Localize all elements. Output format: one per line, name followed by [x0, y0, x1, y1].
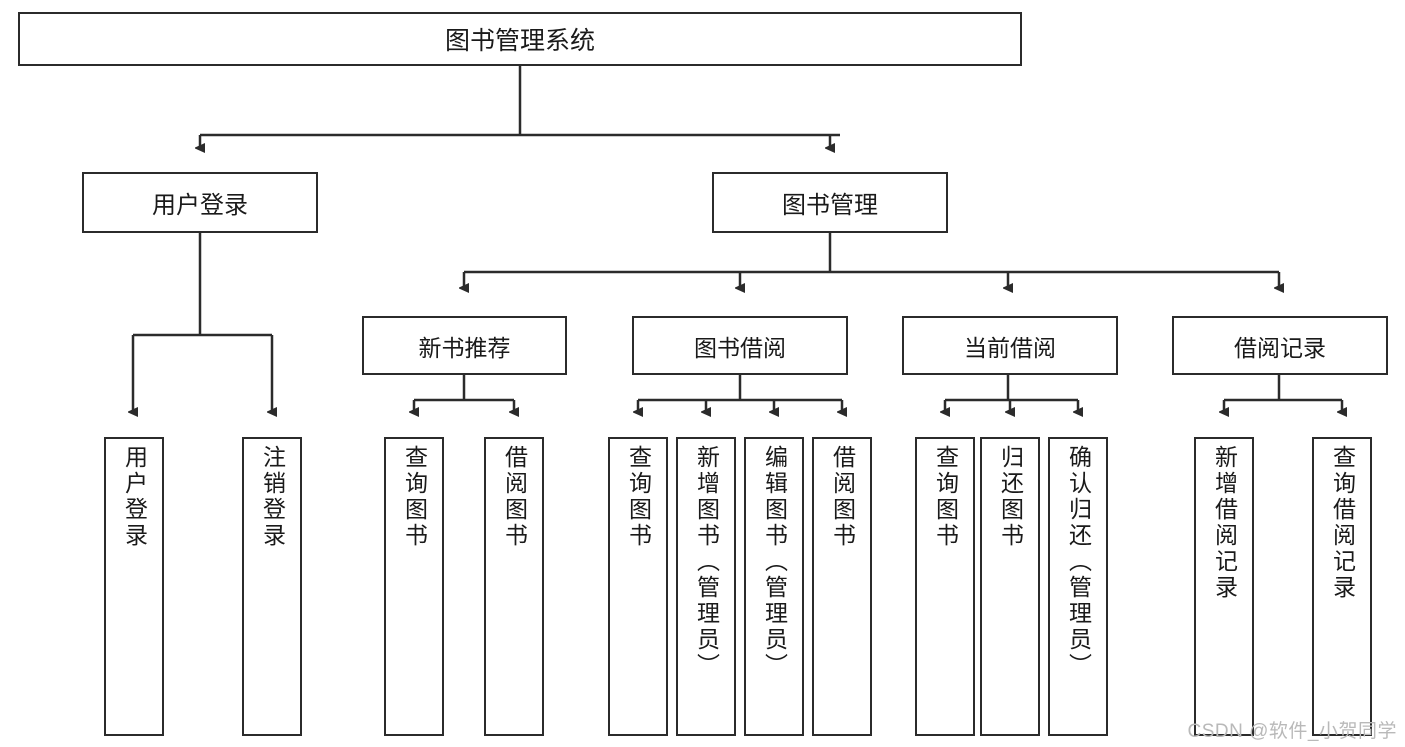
- leaf-label: 用户登录: [121, 445, 148, 549]
- leaf-confirm-return-admin[interactable]: 确认归还（管理员）: [1048, 437, 1108, 736]
- leaf-query-book-current[interactable]: 查询图书: [915, 437, 975, 736]
- node-book-borrow[interactable]: 图书借阅: [632, 316, 848, 375]
- leaf-add-borrow-record[interactable]: 新增借阅记录: [1194, 437, 1254, 736]
- leaf-label: 归还图书: [997, 445, 1024, 549]
- leaf-label: 借阅图书: [829, 445, 856, 549]
- leaf-label: 确认归还（管理员）: [1065, 445, 1092, 679]
- node-label: 图书借阅: [694, 334, 786, 361]
- leaf-label: 借阅图书: [501, 445, 528, 549]
- leaf-return-book[interactable]: 归还图书: [980, 437, 1040, 736]
- leaf-label: 新增借阅记录: [1211, 445, 1238, 601]
- node-label: 当前借阅: [964, 334, 1056, 361]
- leaf-query-book-borrow[interactable]: 查询图书: [608, 437, 668, 736]
- leaf-label: 编辑图书（管理员）: [761, 445, 788, 679]
- node-new-book-recommend[interactable]: 新书推荐: [362, 316, 567, 375]
- leaf-label: 新增图书（管理员）: [693, 445, 720, 679]
- watermark: CSDN @软件_小贺同学: [1187, 721, 1397, 742]
- node-user-login[interactable]: 用户登录: [82, 172, 318, 233]
- leaf-edit-book-admin[interactable]: 编辑图书（管理员）: [744, 437, 804, 736]
- leaf-label: 查询借阅记录: [1329, 445, 1356, 601]
- leaf-query-book-recommend[interactable]: 查询图书: [384, 437, 444, 736]
- node-label: 用户登录: [152, 192, 248, 219]
- leaf-query-borrow-record[interactable]: 查询借阅记录: [1312, 437, 1372, 736]
- node-borrow-record[interactable]: 借阅记录: [1172, 316, 1388, 375]
- leaf-borrow-book[interactable]: 借阅图书: [812, 437, 872, 736]
- node-label: 图书管理: [782, 192, 878, 219]
- node-root-book-management-system[interactable]: 图书管理系统: [18, 12, 1022, 66]
- leaf-borrow-book-recommend[interactable]: 借阅图书: [484, 437, 544, 736]
- leaf-label: 查询图书: [625, 445, 652, 549]
- leaf-label: 查询图书: [932, 445, 959, 549]
- leaf-add-book-admin[interactable]: 新增图书（管理员）: [676, 437, 736, 736]
- leaf-logout[interactable]: 注销登录: [242, 437, 302, 736]
- node-label: 图书管理系统: [444, 27, 595, 55]
- leaf-label: 查询图书: [401, 445, 428, 549]
- node-current-borrow[interactable]: 当前借阅: [902, 316, 1118, 375]
- node-label: 借阅记录: [1234, 334, 1326, 361]
- leaf-label: 注销登录: [259, 445, 286, 549]
- node-book-management[interactable]: 图书管理: [712, 172, 948, 233]
- node-label: 新书推荐: [418, 334, 511, 361]
- leaf-user-login[interactable]: 用户登录: [104, 437, 164, 736]
